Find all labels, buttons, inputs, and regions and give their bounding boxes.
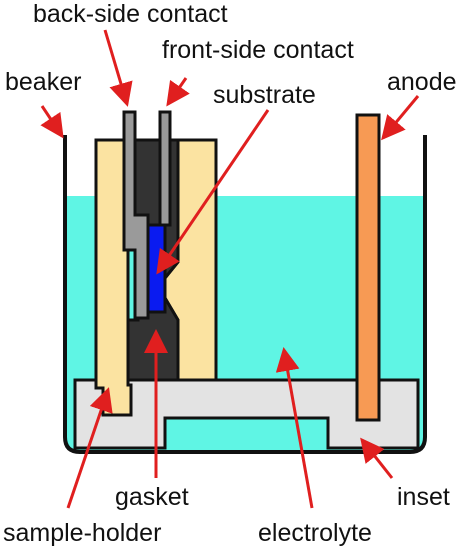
label-substrate: substrate bbox=[213, 81, 316, 109]
back-side-contact-rod bbox=[122, 110, 150, 320]
label-electrolyte: electrolyte bbox=[258, 519, 372, 547]
label-front-side-contact: front-side contact bbox=[162, 36, 354, 64]
label-anode: anode bbox=[387, 68, 457, 96]
substrate-sample bbox=[146, 223, 167, 314]
front-side-contact-rod bbox=[158, 110, 172, 227]
label-beaker: beaker bbox=[5, 68, 81, 96]
arrow-front-side-contact bbox=[166, 77, 190, 107]
label-sample-holder: sample-holder bbox=[3, 519, 161, 547]
label-arrows bbox=[40, 29, 420, 509]
label-back-side-contact: back-side contact bbox=[33, 0, 228, 28]
arrow-beaker bbox=[40, 105, 64, 139]
arrow-substrate bbox=[156, 109, 270, 275]
label-gasket: gasket bbox=[115, 483, 189, 511]
arrow-electrolyte bbox=[275, 347, 314, 509]
anode-electrode bbox=[355, 113, 381, 422]
arrow-anode bbox=[381, 95, 420, 141]
label-inset: inset bbox=[397, 483, 450, 511]
beaker-wall bbox=[63, 135, 427, 454]
arrow-inset bbox=[360, 437, 394, 479]
inset-block bbox=[73, 378, 420, 450]
arrow-sample-holder bbox=[66, 387, 113, 509]
arrow-back-side-contact bbox=[103, 29, 133, 107]
